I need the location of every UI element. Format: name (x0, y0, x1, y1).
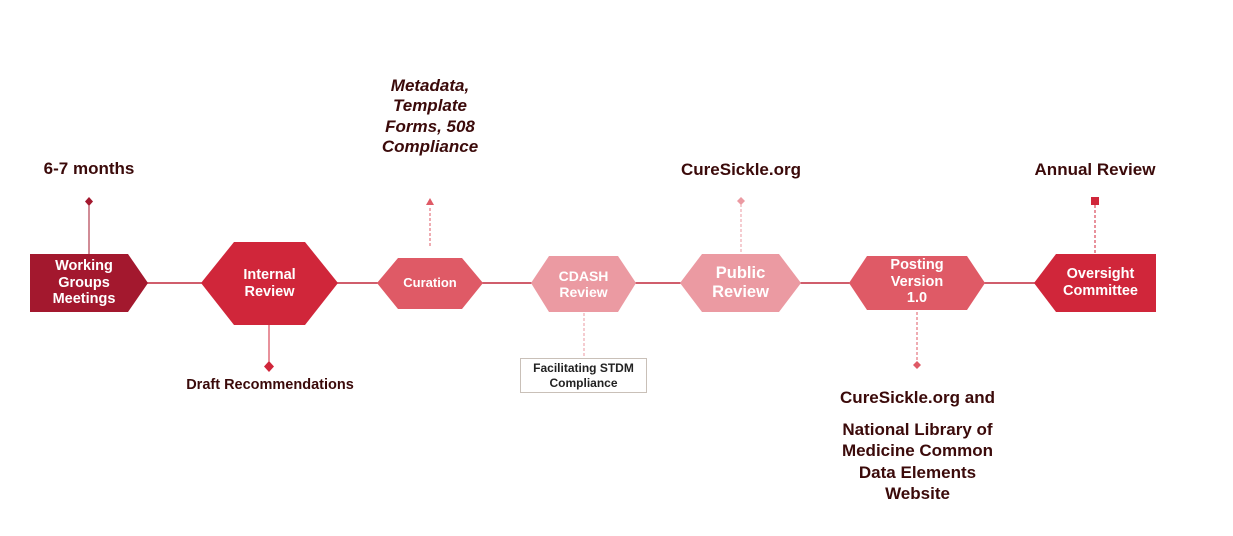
stage-working-groups-shape (30, 254, 148, 312)
posting-annotation-line1: CureSickle.org and (840, 388, 995, 407)
stage-public-review-label: Public Review (712, 264, 769, 301)
annual-review-annotation: Annual Review (1034, 160, 1156, 179)
posting-annotation-line2: National Library of Medicine Common Data… (841, 420, 994, 504)
curation-annotation: Metadata, Template Forms, 508 Compliance (381, 76, 479, 157)
duration-annotation: 6-7 months (43, 159, 135, 178)
public-review-annotation: CureSickle.org (681, 160, 801, 179)
stage-oversight-committee-label: Oversight Committee (1063, 266, 1138, 299)
stage-cdash-review-shape (531, 256, 636, 312)
stage-posting-version-shape (849, 256, 985, 310)
diamond-marker (913, 361, 921, 369)
stage-curation-shape (377, 258, 483, 309)
square-marker (1091, 197, 1099, 205)
draft-recommendations-annotation: Draft Recommendations (186, 377, 354, 393)
stage-working-groups-label: Working Groups Meetings (52, 257, 116, 308)
stage-cdash-review-label: CDASH Review (558, 267, 609, 300)
stage-internal-review-shape (201, 242, 338, 325)
triangle-marker (426, 198, 434, 205)
diamond-marker (85, 197, 93, 206)
diamond-marker (737, 197, 745, 205)
stage-public-review-shape (680, 254, 801, 312)
cdash-annotation: Facilitating STDM Compliance (520, 358, 647, 393)
stage-oversight-committee-shape (1034, 254, 1156, 312)
stage-posting-version-label: Posting Version 1.0 (890, 256, 944, 307)
stage-curation-label: Curation (403, 275, 457, 291)
stage-internal-review-label: Internal Review (243, 266, 296, 300)
diamond-marker (264, 361, 274, 372)
